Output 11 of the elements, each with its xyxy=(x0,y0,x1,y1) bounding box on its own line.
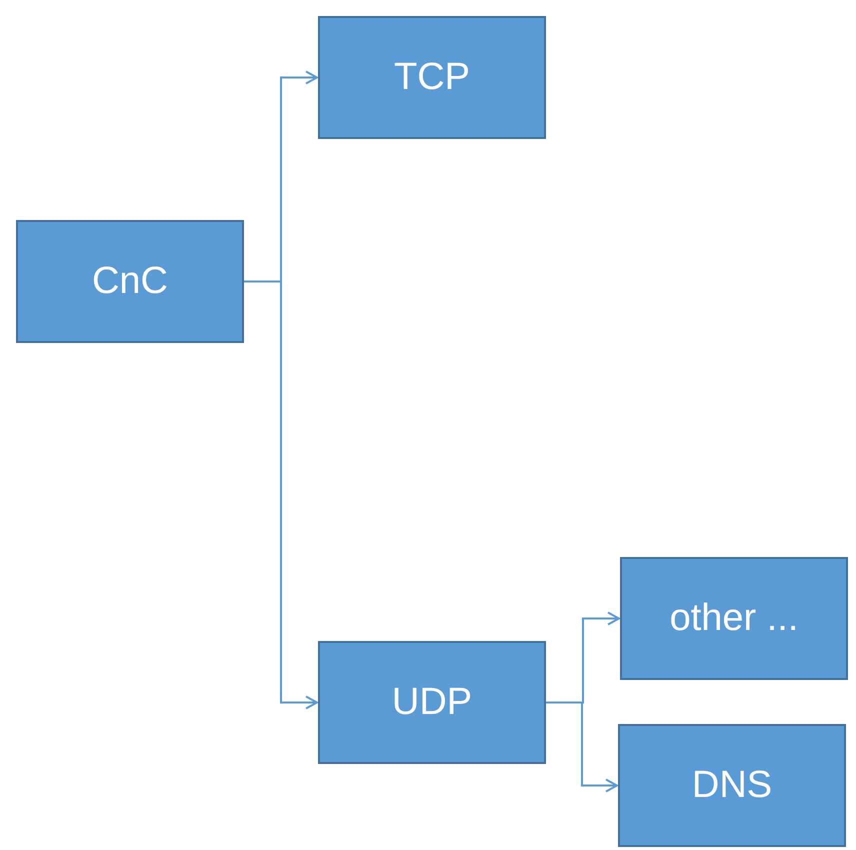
process-box xyxy=(318,16,546,139)
box-label: UDP xyxy=(392,680,472,725)
process-box xyxy=(618,724,846,847)
arrow xyxy=(546,702,618,792)
process-box xyxy=(318,641,546,764)
box-label: CnC xyxy=(92,259,168,304)
box-label: TCP xyxy=(394,55,470,100)
process-box xyxy=(16,220,244,343)
box-label: DNS xyxy=(692,763,772,808)
process-box xyxy=(620,557,848,680)
box-label: other ... xyxy=(670,596,798,641)
